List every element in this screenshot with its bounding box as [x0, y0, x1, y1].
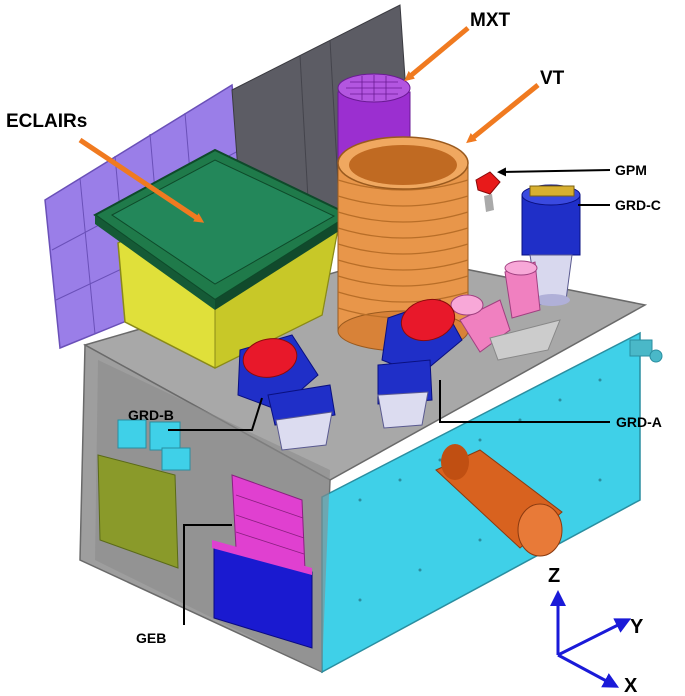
label-gpm: GPM [615, 162, 647, 178]
pink-horn [450, 260, 561, 361]
label-grd-c: GRD-C [615, 197, 661, 213]
nozzle [435, 444, 563, 557]
label-grd-b: GRD-B [128, 407, 174, 423]
vt-arrow [466, 83, 540, 144]
olive-panel [97, 454, 179, 569]
eclairs-arrow [78, 137, 205, 223]
coordinate-axes: Z Y X [548, 565, 644, 696]
cyan-mount [117, 419, 191, 471]
gpm-leader [497, 167, 611, 177]
mxt-arrow [404, 26, 470, 82]
vt-telescope [337, 136, 469, 352]
gpm-unit [475, 171, 501, 212]
grd-b-detector [237, 334, 336, 451]
axis-x [557, 653, 620, 688]
eclairs-instrument [93, 148, 353, 369]
grd-a-detector [377, 298, 463, 429]
label-vt: VT [540, 68, 565, 89]
grd-c-detector [521, 184, 581, 306]
axis-y [557, 618, 632, 657]
label-geb: GEB [136, 630, 166, 646]
grd-a-leader [439, 380, 610, 423]
label-eclairs: ECLAIRs [6, 111, 87, 132]
label-mxt: MXT [470, 10, 511, 31]
label-grd-a: GRD-A [616, 414, 662, 430]
side-bracket [629, 339, 663, 363]
axis-label-z: Z [548, 565, 560, 587]
side-panel-rivets [358, 378, 602, 602]
grd-b-leader [168, 397, 263, 431]
axis-label-y: Y [630, 616, 644, 638]
axis-label-x: X [624, 675, 638, 696]
geb-leader [183, 524, 232, 625]
